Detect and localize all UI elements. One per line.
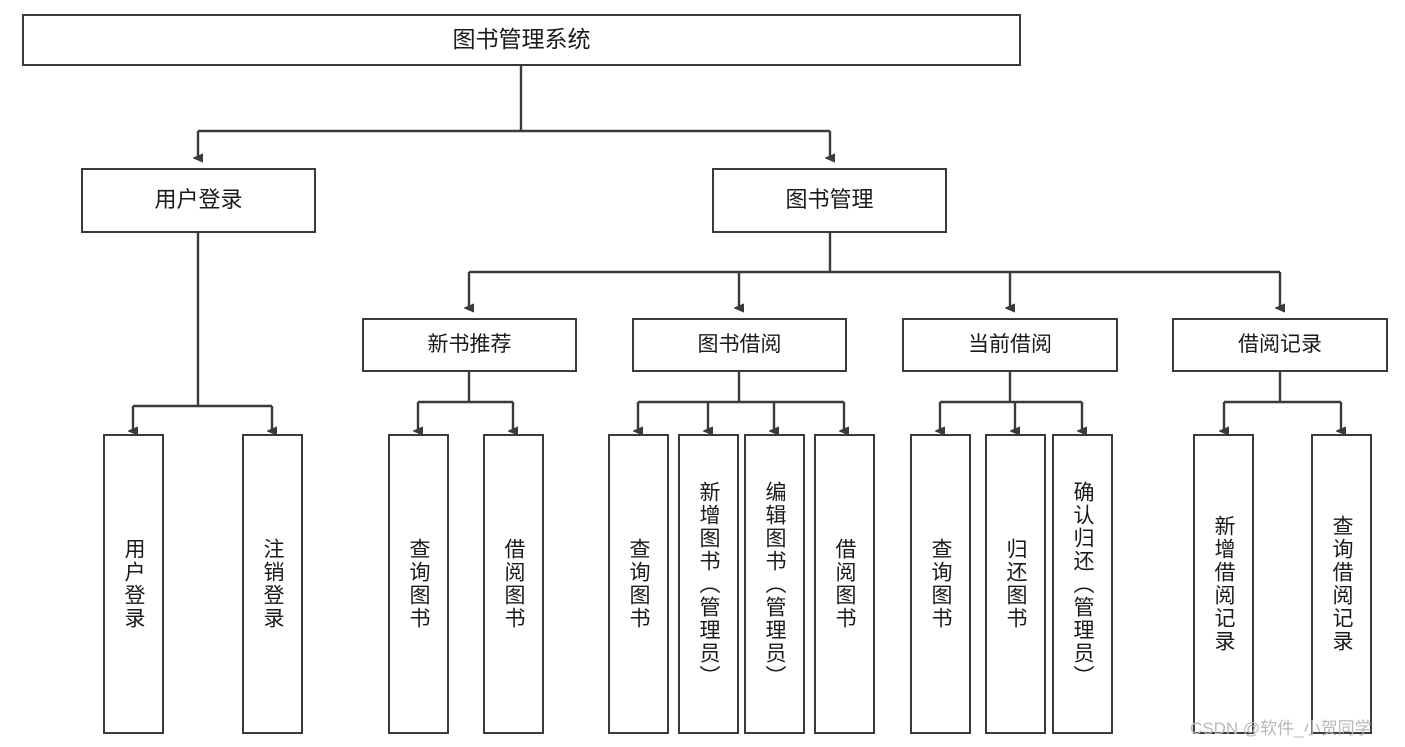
node-label: 用户登录 xyxy=(122,538,145,630)
leaf-user-login[interactable]: 用户登录 xyxy=(103,434,164,734)
node-label: 归还图书 xyxy=(1004,538,1027,630)
node-book-management-system[interactable]: 图书管理系统 xyxy=(22,14,1021,66)
node-label: 借阅记录 xyxy=(1238,333,1322,357)
leaf-logout[interactable]: 注销登录 xyxy=(242,434,303,734)
node-label: 新增图书（管理员） xyxy=(697,480,720,688)
node-label: 注销登录 xyxy=(261,538,284,630)
leaf-return-book[interactable]: 归还图书 xyxy=(985,434,1046,734)
leaf-edit-book-admin[interactable]: 编辑图书（管理员） xyxy=(744,434,805,734)
node-label: 用户登录 xyxy=(154,187,243,213)
node-label: 编辑图书（管理员） xyxy=(763,480,786,688)
node-label: 查询图书 xyxy=(407,538,430,630)
leaf-query-book-current[interactable]: 查询图书 xyxy=(910,434,971,734)
csdn-watermark: CSDN @软件_小贺同学 xyxy=(1190,719,1372,738)
node-label: 新增借阅记录 xyxy=(1212,515,1235,653)
node-label: 新书推荐 xyxy=(427,333,512,357)
node-label: 借阅图书 xyxy=(502,538,525,630)
node-book-management[interactable]: 图书管理 xyxy=(712,168,947,233)
node-label: 图书管理系统 xyxy=(452,26,591,53)
node-label: 当前借阅 xyxy=(968,333,1052,357)
leaf-query-borrow-record[interactable]: 查询借阅记录 xyxy=(1311,434,1372,734)
node-user-login[interactable]: 用户登录 xyxy=(81,168,316,233)
node-book-borrow[interactable]: 图书借阅 xyxy=(632,318,847,372)
node-label: 查询图书 xyxy=(929,538,952,630)
leaf-borrow-book-recommend[interactable]: 借阅图书 xyxy=(483,434,544,734)
node-label: 借阅图书 xyxy=(833,538,856,630)
node-current-borrow[interactable]: 当前借阅 xyxy=(902,318,1118,372)
leaf-borrow-book[interactable]: 借阅图书 xyxy=(814,434,875,734)
node-label: 确认归还（管理员） xyxy=(1071,480,1094,688)
leaf-query-book-borrow[interactable]: 查询图书 xyxy=(608,434,669,734)
leaf-confirm-return-admin[interactable]: 确认归还（管理员） xyxy=(1052,434,1113,734)
node-label: 图书管理 xyxy=(785,187,874,213)
leaf-query-book-recommend[interactable]: 查询图书 xyxy=(388,434,449,734)
leaf-add-borrow-record[interactable]: 新增借阅记录 xyxy=(1193,434,1254,734)
node-borrow-record[interactable]: 借阅记录 xyxy=(1172,318,1388,372)
leaf-add-book-admin[interactable]: 新增图书（管理员） xyxy=(678,434,739,734)
node-label: 查询图书 xyxy=(627,538,650,630)
node-label: 查询借阅记录 xyxy=(1330,515,1353,653)
node-label: 图书借阅 xyxy=(697,333,782,357)
node-new-book-recommend[interactable]: 新书推荐 xyxy=(362,318,577,372)
